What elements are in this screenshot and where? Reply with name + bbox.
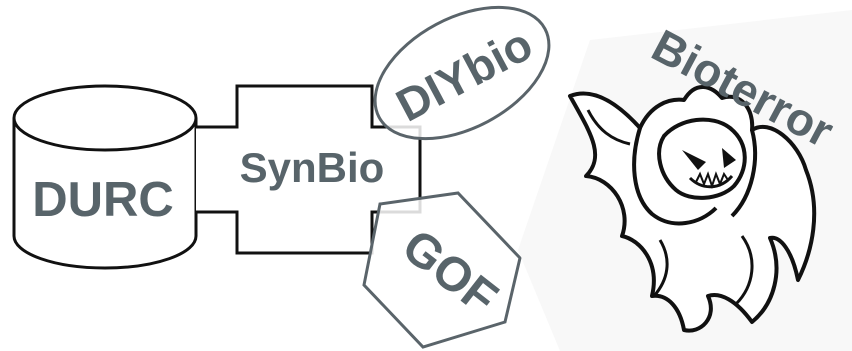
ghost-icon <box>518 10 852 351</box>
synbio-box: SynBio <box>196 84 422 255</box>
durc-label: DURC <box>32 173 174 227</box>
synbio-label: SynBio <box>240 144 385 191</box>
gof-octagon: GOF <box>362 191 522 349</box>
durc-cylinder: DURC <box>12 84 198 270</box>
